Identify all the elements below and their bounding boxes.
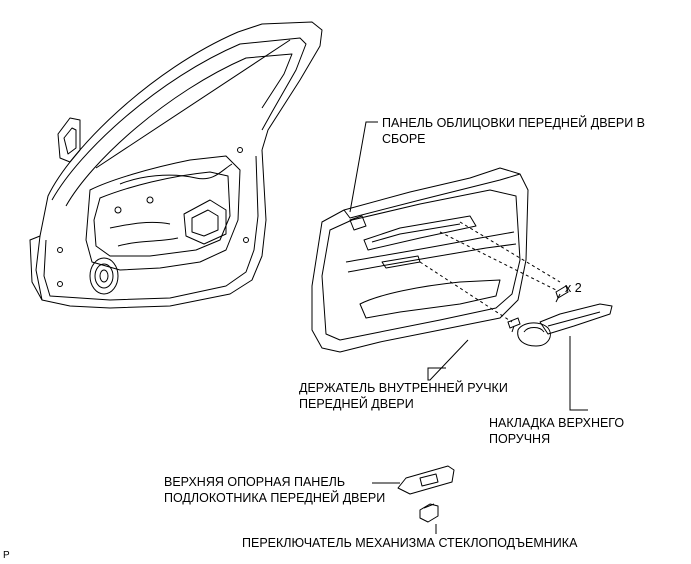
alignment-dashed-lines <box>419 221 561 323</box>
trim-panel-label: ПАНЕЛЬ ОБЛИЦОВКИ ПЕРЕДНЕЙ ДВЕРИ В СБОРЕ <box>382 116 646 146</box>
screw-quantity-label: x 2 <box>565 281 582 295</box>
armrest-cover-label: НАКЛАДКА ВЕРХНЕГО ПОРУЧНЯ <box>489 416 625 446</box>
armrest-base-drawing <box>397 465 455 523</box>
window-switch-label: ПЕРЕКЛЮЧАТЕЛЬ МЕХАНИЗМА СТЕКЛОПОДЪЕМНИКА <box>242 536 578 550</box>
armrest-cover-drawing <box>539 303 613 335</box>
corner-mark: P <box>3 550 10 561</box>
door-trim-panel-drawing <box>311 167 529 353</box>
screw-parts <box>507 285 569 333</box>
door-frame-drawing <box>29 21 323 309</box>
armrest-base-label: ВЕРХНЯЯ ОПОРНАЯ ПАНЕЛЬ ПОДЛОКОТНИКА ПЕРЕ… <box>164 475 386 505</box>
handle-bezel-label: ДЕРЖАТЕЛЬ ВНУТРЕННЕЙ РУЧКИ ПЕРЕДНЕЙ ДВЕР… <box>299 381 508 411</box>
inside-handle-bezel-drawing <box>517 322 551 347</box>
leader-lines <box>349 121 588 534</box>
